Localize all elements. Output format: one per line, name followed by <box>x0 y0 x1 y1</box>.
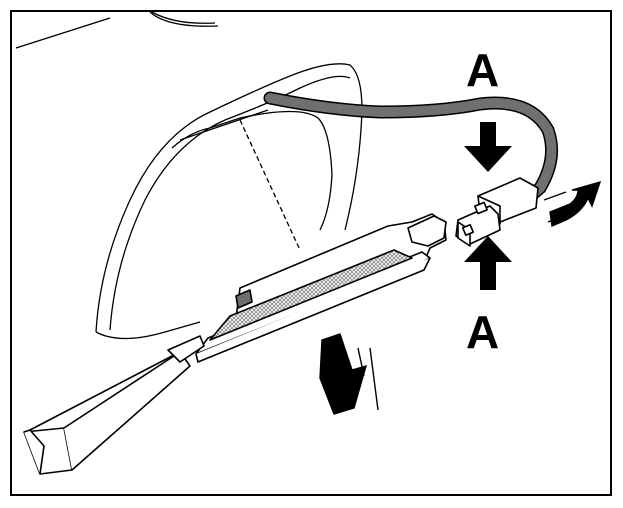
pull-arrow-icon <box>319 333 379 415</box>
connector-plug-icon <box>455 177 539 247</box>
callout-label-bottom: A <box>466 306 499 358</box>
press-arrow-icon <box>464 122 512 172</box>
license-lamp-icon <box>195 213 447 363</box>
screwdriver-icon <box>23 335 205 475</box>
vehicle-body-outline <box>15 11 363 340</box>
pull-arrow-icon <box>543 180 602 228</box>
press-arrow-icon <box>464 236 512 290</box>
callout-label-top: A <box>466 44 499 96</box>
